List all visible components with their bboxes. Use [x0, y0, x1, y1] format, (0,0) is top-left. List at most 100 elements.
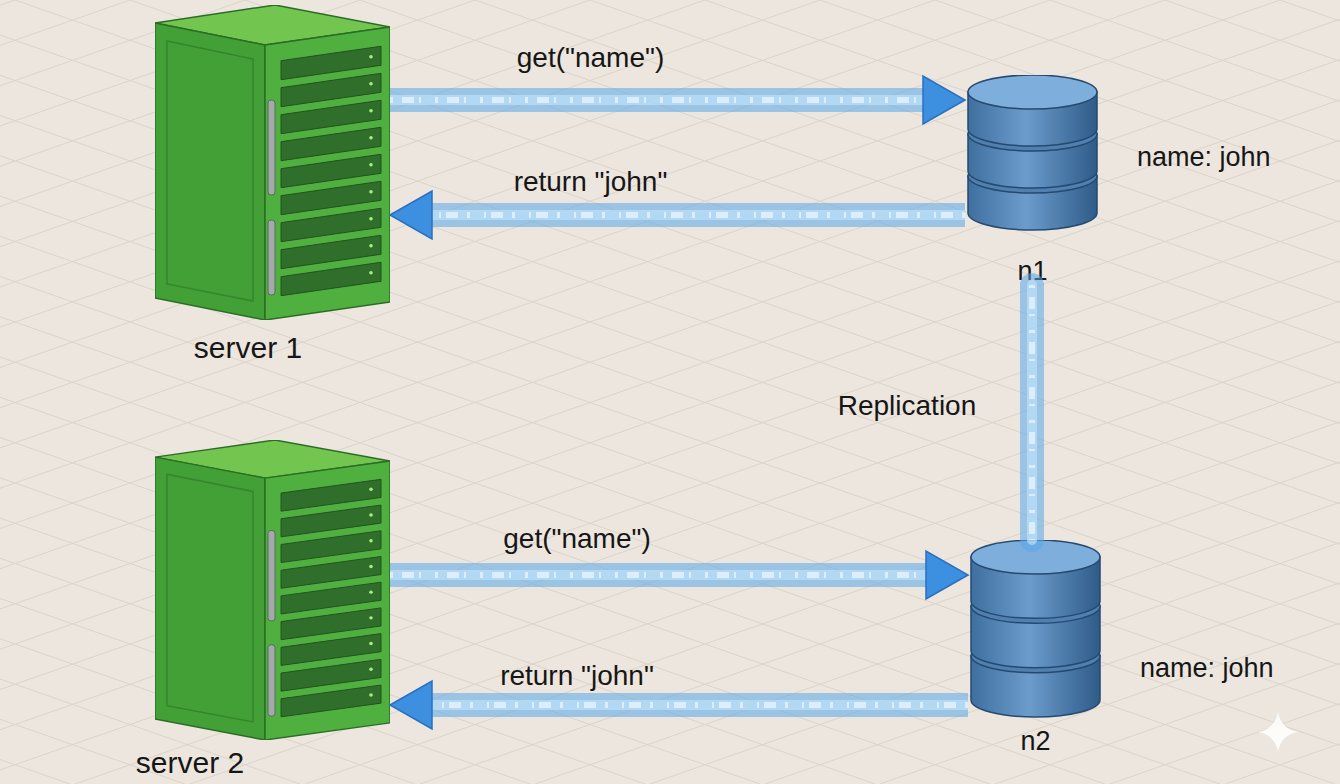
rack-slot — [281, 262, 381, 295]
rack-slot — [281, 235, 381, 268]
status-light — [369, 55, 373, 59]
node-label: server 2 — [90, 745, 290, 781]
server-front — [265, 27, 390, 320]
database-node: name: johnn2 — [968, 540, 1103, 755]
arrow-head — [390, 681, 432, 729]
server-side-panel — [167, 474, 253, 722]
server-node: server 2 — [155, 440, 390, 740]
status-lights — [369, 488, 373, 697]
grid-line — [935, 0, 1340, 784]
grid-line — [0, 0, 1050, 784]
grid-line — [0, 0, 475, 784]
grid-line — [75, 0, 1340, 784]
tube-data-stripes — [390, 572, 930, 578]
rack-slot — [281, 479, 381, 511]
tube-glow — [1020, 285, 1044, 540]
grid-line — [0, 0, 760, 784]
status-light — [369, 109, 373, 113]
edge-label: Replication — [838, 389, 977, 423]
grid-line — [0, 0, 530, 784]
grid-line — [705, 0, 1340, 784]
tube-core — [1027, 285, 1037, 540]
server-side-panel — [167, 41, 253, 301]
rack-slot — [281, 100, 381, 133]
status-light — [369, 513, 373, 516]
tube-core — [390, 570, 930, 580]
grid-line — [0, 0, 875, 784]
grid-line — [650, 0, 1340, 784]
grid-line — [765, 0, 1340, 784]
grid-line — [0, 0, 935, 784]
status-light — [369, 271, 373, 275]
grid-line — [0, 0, 415, 784]
grid-line — [1110, 0, 1340, 784]
tube-glow — [428, 693, 968, 717]
rack-slot — [281, 73, 381, 106]
status-light — [369, 488, 373, 491]
grid-line — [360, 0, 1340, 784]
rack-slot — [281, 582, 381, 614]
status-light — [369, 693, 373, 696]
node-label: n1 — [965, 255, 1100, 287]
node-label: name: john — [1137, 141, 1307, 173]
grid-line — [0, 0, 1165, 784]
arrow-head — [923, 76, 965, 124]
grid-line — [535, 0, 1340, 784]
tube-core — [390, 95, 927, 105]
grid-line — [475, 0, 1340, 784]
grid-line — [190, 0, 1340, 784]
grid-line — [15, 0, 1340, 784]
status-lights — [369, 55, 373, 275]
edge-label: return "john" — [514, 165, 668, 199]
server-handle — [268, 100, 275, 195]
grid-line — [0, 0, 1280, 784]
sparkle-watermark — [1258, 712, 1298, 752]
rack-slot — [281, 685, 381, 717]
status-light — [369, 565, 373, 568]
status-light — [369, 82, 373, 86]
database-icon — [968, 540, 1103, 722]
tube-data-stripes — [428, 212, 965, 218]
database-node: name: johnn1 — [965, 75, 1100, 285]
server-icon — [155, 5, 390, 320]
rack-slot — [281, 556, 381, 588]
tube-data-stripes — [428, 702, 968, 708]
rack-slot — [281, 208, 381, 241]
server-handle — [268, 645, 275, 716]
data-flow-arrow — [1032, 285, 1033, 540]
rack-slot — [281, 154, 381, 187]
tube-data-stripes — [1029, 285, 1035, 540]
database-icon — [965, 75, 1100, 235]
tube-data-stripes — [390, 97, 927, 103]
grid-line — [0, 0, 15, 784]
edge-label: get("name") — [503, 522, 651, 556]
server-node: server 1 — [155, 5, 390, 320]
tube-glow — [390, 563, 930, 587]
arrow-head — [390, 191, 432, 239]
rack-slot — [281, 634, 381, 666]
grid-line — [245, 0, 1340, 784]
arrow-head — [926, 551, 968, 599]
tube-glow — [390, 88, 927, 112]
status-light — [369, 190, 373, 194]
status-light — [369, 244, 373, 248]
status-light — [369, 590, 373, 593]
node-label: n2 — [968, 725, 1103, 757]
grid-line — [305, 0, 1340, 784]
status-light — [369, 163, 373, 167]
rack-slots — [281, 46, 381, 295]
edge-label: get("name") — [517, 41, 665, 75]
